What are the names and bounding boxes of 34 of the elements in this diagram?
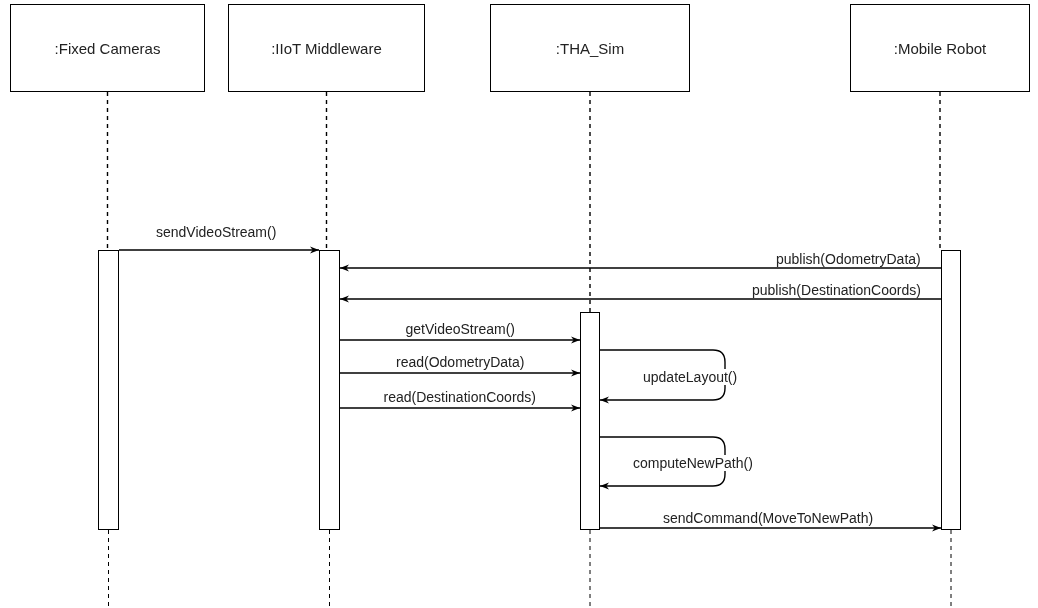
message-label: read(DestinationCoords) — [382, 389, 538, 405]
lifeline-header-box — [850, 4, 1030, 92]
message-arrow — [339, 264, 942, 272]
lifeline — [939, 91, 941, 251]
message-arrow — [339, 336, 581, 344]
message-arrow — [118, 246, 320, 254]
participant-name: :Mobile Robot — [893, 39, 987, 57]
message-arrow — [599, 524, 942, 532]
lifeline — [106, 91, 109, 251]
participant-name: :THA_Sim — [555, 39, 625, 57]
participant-name: :Fixed Cameras — [54, 39, 161, 57]
lifeline-header-box — [490, 4, 690, 92]
message-arrow — [339, 369, 581, 377]
message-label: publish(OdometryData) — [775, 251, 922, 267]
participant-name: :IIoT Middleware — [271, 39, 382, 57]
lifeline — [589, 91, 591, 313]
message-label: sendCommand(MoveToNewPath) — [662, 510, 875, 526]
message-arrow — [339, 295, 942, 303]
lifeline-header-box — [10, 4, 205, 92]
message-label: computeNewPath() — [632, 455, 754, 471]
message-label: read(OdometryData) — [395, 354, 526, 370]
activation-bar — [580, 312, 600, 530]
message-label: publish(DestinationCoords) — [751, 282, 922, 298]
activation-bar — [941, 250, 961, 530]
self-message-arrow — [599, 349, 726, 404]
activation-bar — [98, 250, 119, 530]
message-label: sendVideoStream() — [155, 224, 278, 240]
self-message-arrow — [599, 436, 726, 490]
message-label: getVideoStream() — [404, 321, 516, 337]
activation-bar — [319, 250, 340, 530]
lifeline — [325, 91, 328, 251]
message-label: updateLayout() — [642, 369, 739, 385]
message-arrow — [339, 404, 581, 412]
lifeline-header-box — [228, 4, 425, 92]
